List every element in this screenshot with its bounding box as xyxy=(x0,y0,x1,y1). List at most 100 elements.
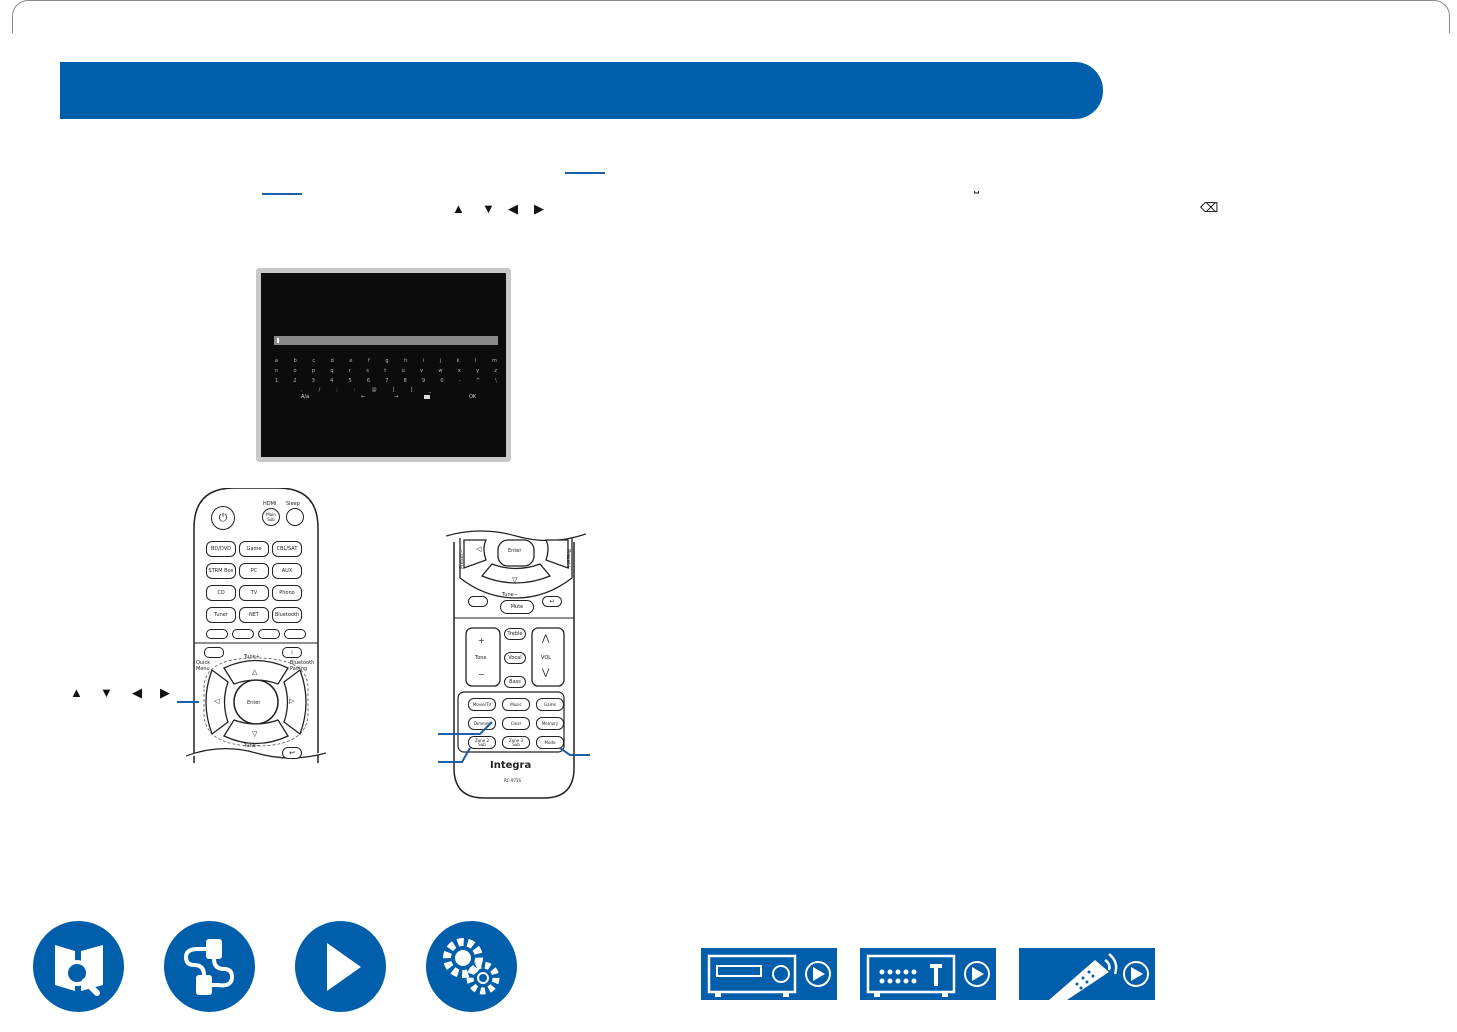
keyboard-key: z xyxy=(494,368,497,374)
down-arrow-icon[interactable]: ▽ xyxy=(512,576,518,584)
keyboard-key: u xyxy=(401,368,405,374)
preset-minus-label: Preset− xyxy=(458,549,465,569)
keyboard-key: \ xyxy=(495,378,497,384)
left-arrow-icon: ◀ xyxy=(132,685,142,700)
transport-button[interactable] xyxy=(284,629,306,639)
power-button[interactable]: ⏻ xyxy=(211,506,235,530)
contents-icon[interactable] xyxy=(33,921,124,1012)
volume-up-icon[interactable]: ⋀ xyxy=(542,634,550,644)
up-arrow-icon[interactable]: △ xyxy=(252,668,258,676)
preset-plus-label: Preset+ xyxy=(564,549,571,569)
sleep-button[interactable] xyxy=(286,508,304,526)
return-button[interactable]: ↩ xyxy=(282,747,302,759)
playback-icon[interactable] xyxy=(295,921,386,1012)
keyboard-key: 0 xyxy=(440,378,444,384)
keyboard-key: 7 xyxy=(385,378,389,384)
mute-button[interactable]: Mute xyxy=(500,600,534,614)
remote-right: Preset− Preset+ Enter ◁ ▽ Tune− Mute ↩ T… xyxy=(446,528,586,800)
keyboard-key: m xyxy=(492,358,497,364)
mode-button[interactable]: Zone 2 Sub xyxy=(468,736,496,749)
connections-icon[interactable] xyxy=(164,921,255,1012)
up-arrow-icon: ▲ xyxy=(70,685,83,700)
page-link[interactable] xyxy=(262,193,302,195)
tune-plus-label: Tune+ xyxy=(244,654,260,660)
left-arrow-icon[interactable]: ◁ xyxy=(476,545,482,553)
backspace-key xyxy=(424,395,430,399)
mode-button[interactable]: Game xyxy=(536,698,564,711)
mode-button[interactable]: Movie/TV xyxy=(468,698,496,711)
mode-button[interactable]: Clear xyxy=(502,717,530,730)
tone-minus-icon[interactable]: − xyxy=(478,670,485,679)
keyboard-key: 5 xyxy=(348,378,352,384)
input-button[interactable]: CBL/SAT xyxy=(272,541,302,557)
sleep-label: Sleep xyxy=(286,501,300,507)
input-button[interactable]: TV xyxy=(239,585,269,601)
transport-button[interactable] xyxy=(232,629,254,639)
left-arrow-icon[interactable]: ◁ xyxy=(214,697,220,705)
mode-button[interactable]: Music xyxy=(502,698,530,711)
input-button[interactable]: NET xyxy=(239,607,269,623)
left-key: ← xyxy=(361,394,366,400)
right-arrow-icon[interactable]: ▷ xyxy=(289,697,295,705)
mode-button[interactable]: Dimmer xyxy=(468,717,496,730)
keyboard-key: c xyxy=(312,358,316,364)
transport-button[interactable] xyxy=(258,629,280,639)
enter-button[interactable]: Enter xyxy=(247,700,261,706)
main-sub-button[interactable]: Main Sub xyxy=(262,508,280,526)
quick-menu-label: Quick Menu xyxy=(196,660,211,672)
remote-icon[interactable] xyxy=(1019,948,1155,1000)
input-button[interactable]: Tuner xyxy=(206,607,236,623)
input-button[interactable]: Phono xyxy=(272,585,302,601)
setup-icon[interactable] xyxy=(426,921,517,1012)
input-button[interactable]: BD/DVD xyxy=(206,541,236,557)
treble-button[interactable]: Treble xyxy=(504,628,526,640)
keyboard-key: q xyxy=(330,368,334,374)
page-link[interactable] xyxy=(565,172,605,174)
keyboard-key: [ xyxy=(392,387,395,393)
bass-button[interactable]: Bass xyxy=(504,676,526,688)
front-panel-icon[interactable] xyxy=(701,948,837,1000)
remote-left-outline xyxy=(186,488,326,763)
keyboard-key: x xyxy=(457,368,461,374)
keyboard-key: l xyxy=(475,358,477,364)
mode-button[interactable]: Memory xyxy=(536,717,564,730)
enter-button[interactable]: Enter xyxy=(508,548,522,554)
volume-down-icon[interactable]: ⋁ xyxy=(542,668,550,678)
keyboard-key: n xyxy=(275,368,279,374)
case-key: A/a xyxy=(301,394,310,400)
return-button[interactable]: ↩ xyxy=(542,596,562,607)
input-button[interactable]: Bluetooth xyxy=(272,607,302,623)
keyboard-key: p xyxy=(311,368,316,374)
keyboard-key: e xyxy=(349,358,353,364)
hdmi-label: HDMI xyxy=(263,501,277,507)
input-button[interactable]: AUX xyxy=(272,563,302,579)
vol-label: VOL xyxy=(541,655,552,661)
mode-button[interactable]: Mode xyxy=(536,736,564,749)
vocal-button[interactable]: Vocal xyxy=(504,652,526,664)
input-button[interactable]: PC xyxy=(239,563,269,579)
gear-button[interactable] xyxy=(204,647,224,658)
keyboard-key: _ xyxy=(428,387,431,393)
down-arrow-icon: ▼ xyxy=(482,201,495,216)
key-row: ,/;:@[]_ xyxy=(301,387,431,393)
input-button[interactable]: Game xyxy=(239,541,269,557)
mode-button[interactable]: Zone 3 Sub xyxy=(502,736,530,749)
keyboard-key: t xyxy=(384,368,387,374)
down-arrow-icon[interactable]: ▽ xyxy=(252,730,258,738)
keyboard-key: : xyxy=(353,387,356,393)
gear-button[interactable] xyxy=(468,596,488,607)
ok-key: OK xyxy=(469,394,477,400)
space-icon: ⎵ xyxy=(974,178,980,193)
right-key: → xyxy=(394,394,399,400)
transport-button[interactable] xyxy=(206,629,228,639)
input-button[interactable]: CD xyxy=(206,585,236,601)
keyboard-key: ] xyxy=(410,387,413,393)
tone-plus-icon[interactable]: + xyxy=(478,636,485,645)
rear-panel-icon[interactable] xyxy=(860,948,996,1000)
keyboard-key: , xyxy=(301,387,303,393)
info-button[interactable]: i xyxy=(282,647,302,658)
input-button[interactable]: STRM Box xyxy=(206,563,236,579)
